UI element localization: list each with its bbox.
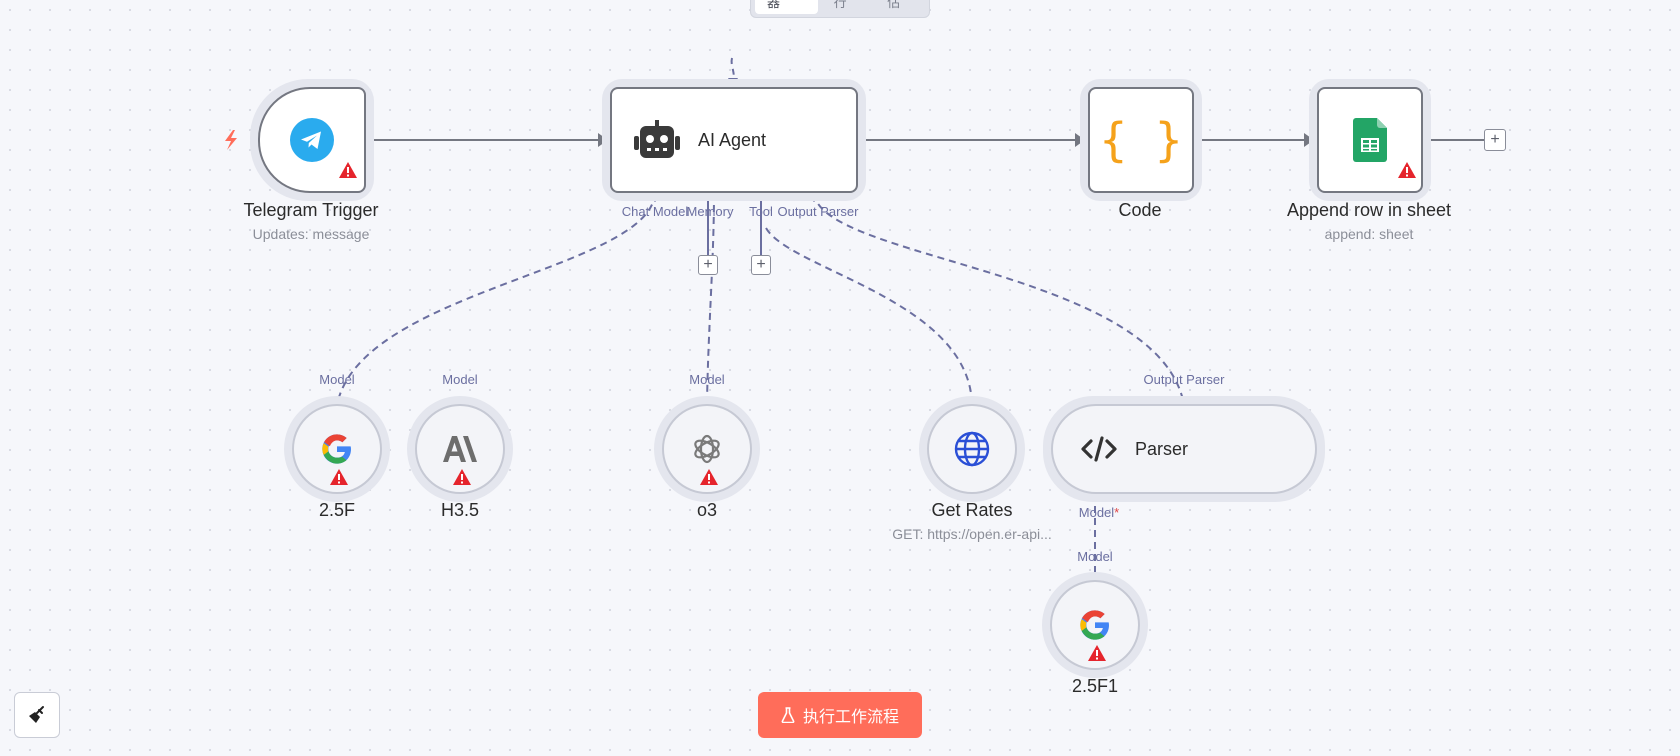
telegram-icon (290, 118, 334, 162)
warning-icon (330, 469, 348, 485)
gemini2-port-label: Model (1077, 549, 1113, 564)
parser-model-port-label: Model* (1079, 505, 1119, 520)
anthropic-icon (443, 436, 477, 462)
google-icon (1080, 610, 1109, 640)
add-node-after-sheets-button[interactable]: + (1484, 129, 1506, 151)
add-memory-button[interactable]: + (698, 255, 718, 275)
warning-icon (1398, 162, 1416, 178)
execute-workflow-button[interactable]: 执行工作流程 (758, 692, 922, 738)
agent-port-label-output-parser: Output Parser (777, 204, 859, 219)
flask-icon (781, 707, 795, 723)
warning-icon (1088, 645, 1106, 661)
gemini1-port-label: Model (319, 372, 355, 387)
trigger-bolt-icon (225, 130, 237, 150)
parser-node-title: Parser (1135, 438, 1189, 459)
telegram-node-subtitle: Updates: message (252, 226, 370, 242)
parser-port-label: Output Parser (1143, 372, 1225, 387)
view-tabs: 编辑器 执行 评估 (750, 0, 930, 18)
connection-output-parser (813, 192, 1185, 406)
code-tag-icon (1081, 436, 1117, 462)
sheets-node-subtitle: append: sheet (1324, 226, 1414, 242)
tab-editor[interactable]: 编辑器 (755, 0, 818, 14)
execute-workflow-label: 执行工作流程 (802, 709, 899, 726)
warning-icon (453, 469, 471, 485)
globe-icon (954, 431, 990, 467)
add-tool-button[interactable]: + (751, 255, 771, 275)
code-node[interactable]: { } (1088, 87, 1194, 193)
openai-icon (694, 434, 720, 464)
agent-port-label-chat-model: Chat Model (621, 204, 689, 219)
tidy-up-button[interactable] (14, 692, 60, 738)
robot-icon (634, 120, 680, 158)
google-icon (322, 434, 351, 464)
warning-icon (700, 469, 718, 485)
gemini2-model-node[interactable] (1050, 580, 1140, 670)
required-mark: * (1114, 505, 1120, 520)
gemini1-node-title: 2.5F (318, 500, 356, 520)
haiku-port-label: Model (442, 372, 478, 387)
haiku-model-node[interactable] (415, 404, 505, 494)
connection-tool-rates (765, 227, 973, 406)
broom-icon (29, 706, 44, 723)
tab-executions[interactable]: 执行 (833, 0, 847, 10)
sheets-node-title: Append row in sheet (1286, 200, 1452, 220)
code-braces-icon: { } (1099, 113, 1183, 167)
gemini1-model-node[interactable] (292, 404, 382, 494)
telegram-trigger-node[interactable] (258, 87, 366, 193)
agent-node-title: AI Agent (698, 129, 767, 150)
rates-node-subtitle: GET: https://open.er-api... (892, 526, 1052, 542)
connection-chat-model (336, 192, 656, 406)
parser-node[interactable]: Parser (1051, 404, 1317, 494)
gemini2-node-title: 2.5F1 (1071, 676, 1119, 696)
tab-evaluations[interactable]: 评估 (887, 0, 901, 10)
warning-icon (339, 162, 357, 178)
get-rates-tool-node[interactable] (927, 404, 1017, 494)
parser-model-label-text: Model (1078, 505, 1115, 520)
o3-node-title: o3 (696, 500, 718, 520)
haiku-node-title: H3.5 (440, 500, 480, 520)
agent-port-label-memory: Memory (686, 204, 734, 219)
sheets-node[interactable] (1317, 87, 1423, 193)
rates-node-title: Get Rates (931, 500, 1013, 520)
ai-agent-node[interactable]: AI Agent (610, 87, 858, 193)
o3-port-label: Model (689, 372, 725, 387)
telegram-node-title: Telegram Trigger (243, 200, 379, 220)
code-node-title: Code (1118, 200, 1162, 220)
o3-model-node[interactable] (662, 404, 752, 494)
google-sheets-icon (1353, 118, 1387, 162)
agent-port-label-tool: Tool (749, 204, 773, 219)
